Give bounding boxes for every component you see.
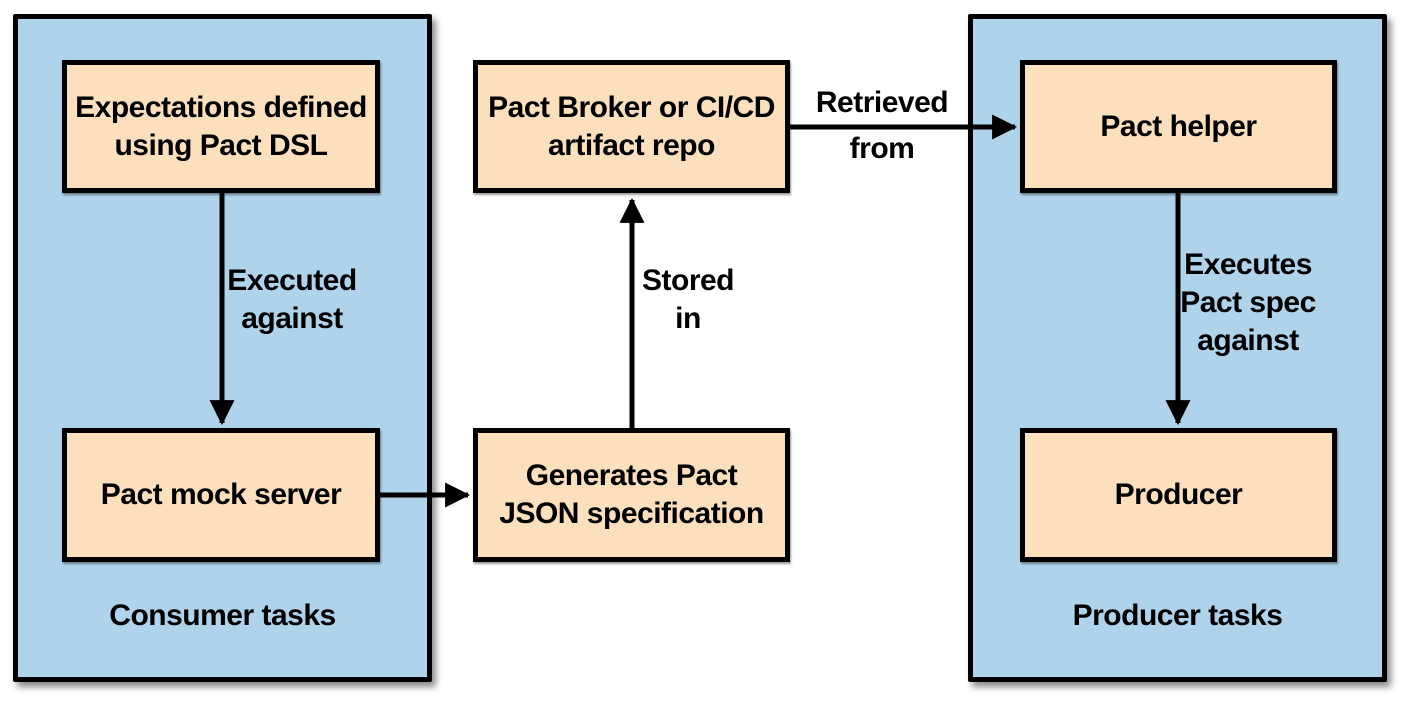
node-expectations-defined: Expectations defined using Pact DSL xyxy=(62,60,380,193)
edge-label-executed-against: Executed against xyxy=(227,264,357,335)
edge-label-stored-in: Stored in xyxy=(641,264,735,335)
node-generates-pact-json: Generates Pact JSON specification xyxy=(473,428,790,562)
node-producer: Producer xyxy=(1020,428,1337,562)
node-pact-broker: Pact Broker or CI/CD artifact repo xyxy=(473,60,790,193)
producer-panel-label: Producer tasks xyxy=(1072,599,1283,632)
consumer-panel-label: Consumer tasks xyxy=(109,599,336,632)
edge-label-retrieved-from: Retrieved from xyxy=(815,86,949,165)
node-pact-helper: Pact helper xyxy=(1020,60,1337,193)
node-pact-mock-server: Pact mock server xyxy=(62,428,380,562)
edge-label-executes-against: Executes Pact spec against xyxy=(1180,248,1316,357)
